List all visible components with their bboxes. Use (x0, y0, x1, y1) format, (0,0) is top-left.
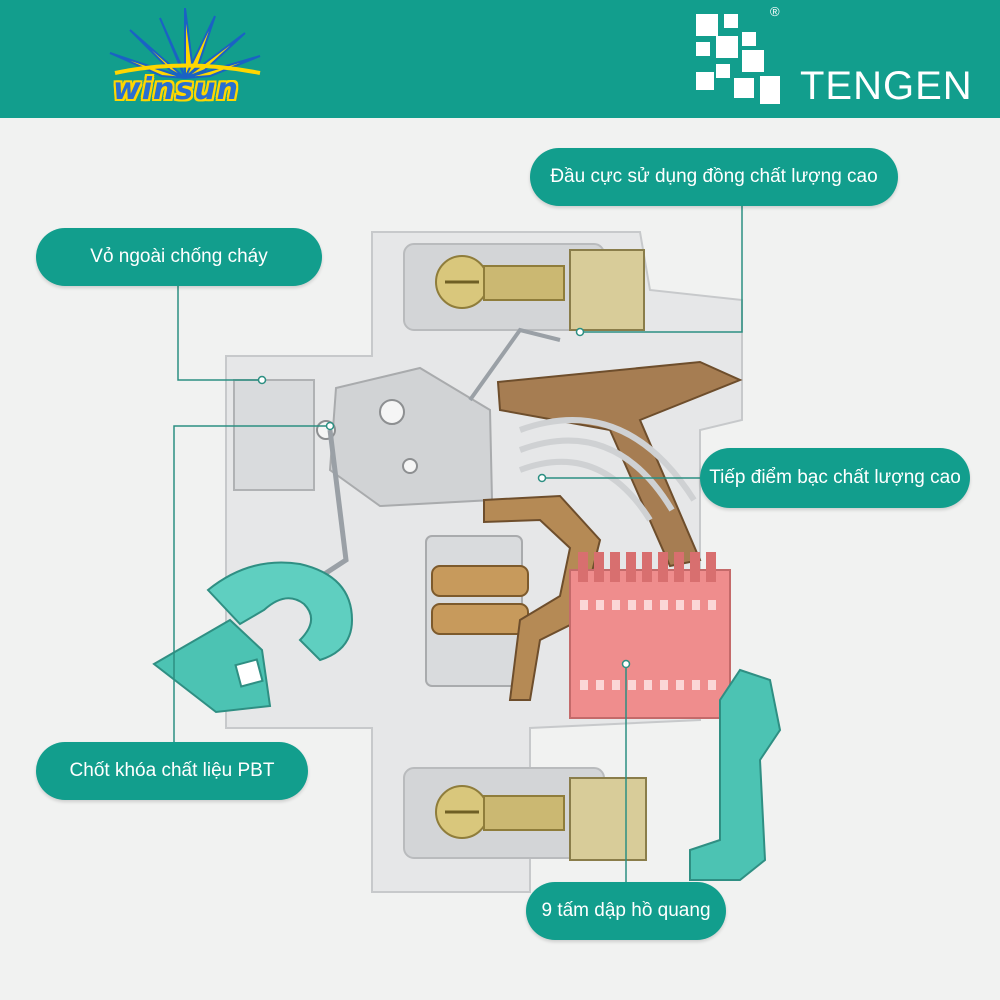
registered-mark: ® (770, 4, 780, 19)
callout-silver-contact: Tiếp điểm bạc chất lượng cao (700, 448, 970, 508)
contact-bracket (483, 494, 602, 701)
callout-copper-terminal: Đầu cực sử dụng đồng chất lượng cao (530, 148, 898, 206)
tengen-logo-text: TENGEN (800, 64, 973, 108)
winsun-lotus-icon (109, 8, 261, 79)
top-copper-terminal (569, 249, 645, 331)
bottom-screw (435, 785, 565, 839)
winsun-logo-text: winsun (113, 72, 239, 107)
header-banner: winsun ® TENGEN (0, 0, 1000, 118)
arc-chute (569, 552, 731, 719)
callout-arc-plates: 9 tấm dập hồ quang (526, 882, 726, 940)
callout-pbt-latch: Chốt khóa chất liệu PBT (36, 742, 308, 800)
bottom-copper-terminal (569, 777, 647, 861)
top-screw (435, 255, 565, 309)
left-shell-wall (233, 379, 315, 491)
coil-winding-lower (431, 603, 529, 635)
spring-wire (468, 327, 561, 402)
arc-guide-rings (518, 417, 697, 522)
din-rail-clip (689, 668, 782, 881)
coil-winding-upper (431, 565, 529, 597)
tengen-squares-icon (696, 14, 780, 104)
callout-fireproof-shell: Vỏ ngoài chống cháy (36, 228, 322, 286)
